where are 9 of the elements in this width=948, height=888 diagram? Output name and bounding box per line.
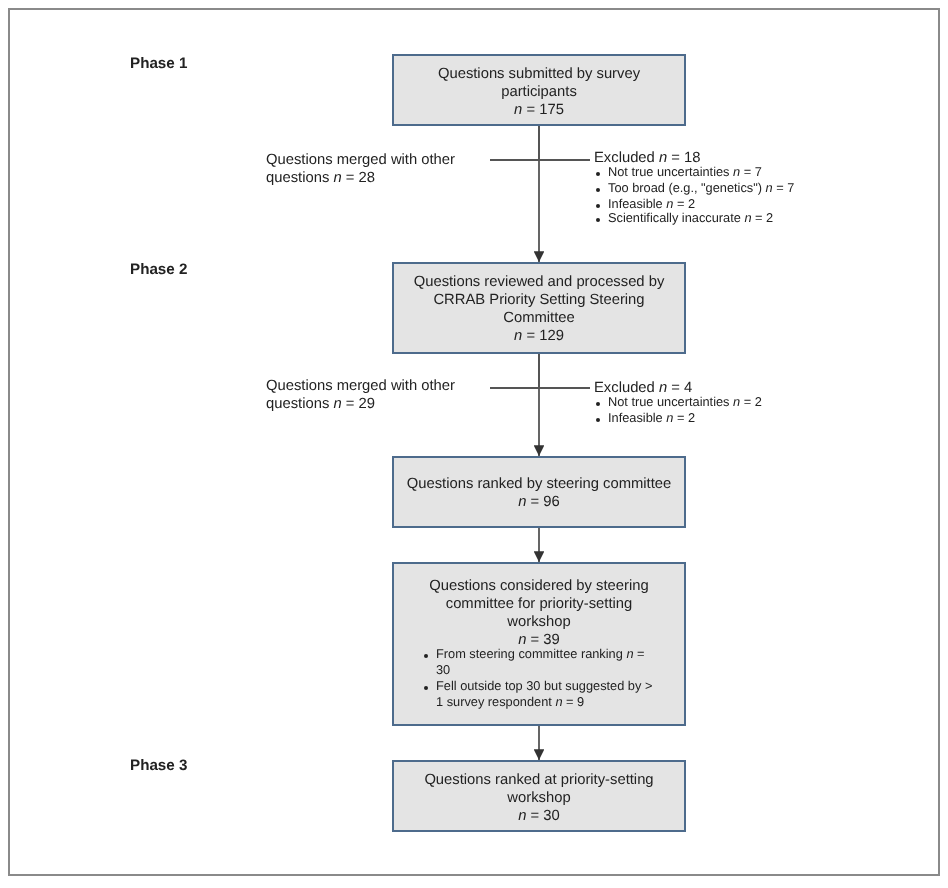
process-box [392,54,686,126]
arrow [533,353,545,457]
arrow [533,725,545,761]
arrow [533,527,545,563]
process-box [392,562,686,726]
arrow [533,125,545,263]
process-box [392,456,686,528]
process-box [392,760,686,832]
process-box [392,262,686,354]
